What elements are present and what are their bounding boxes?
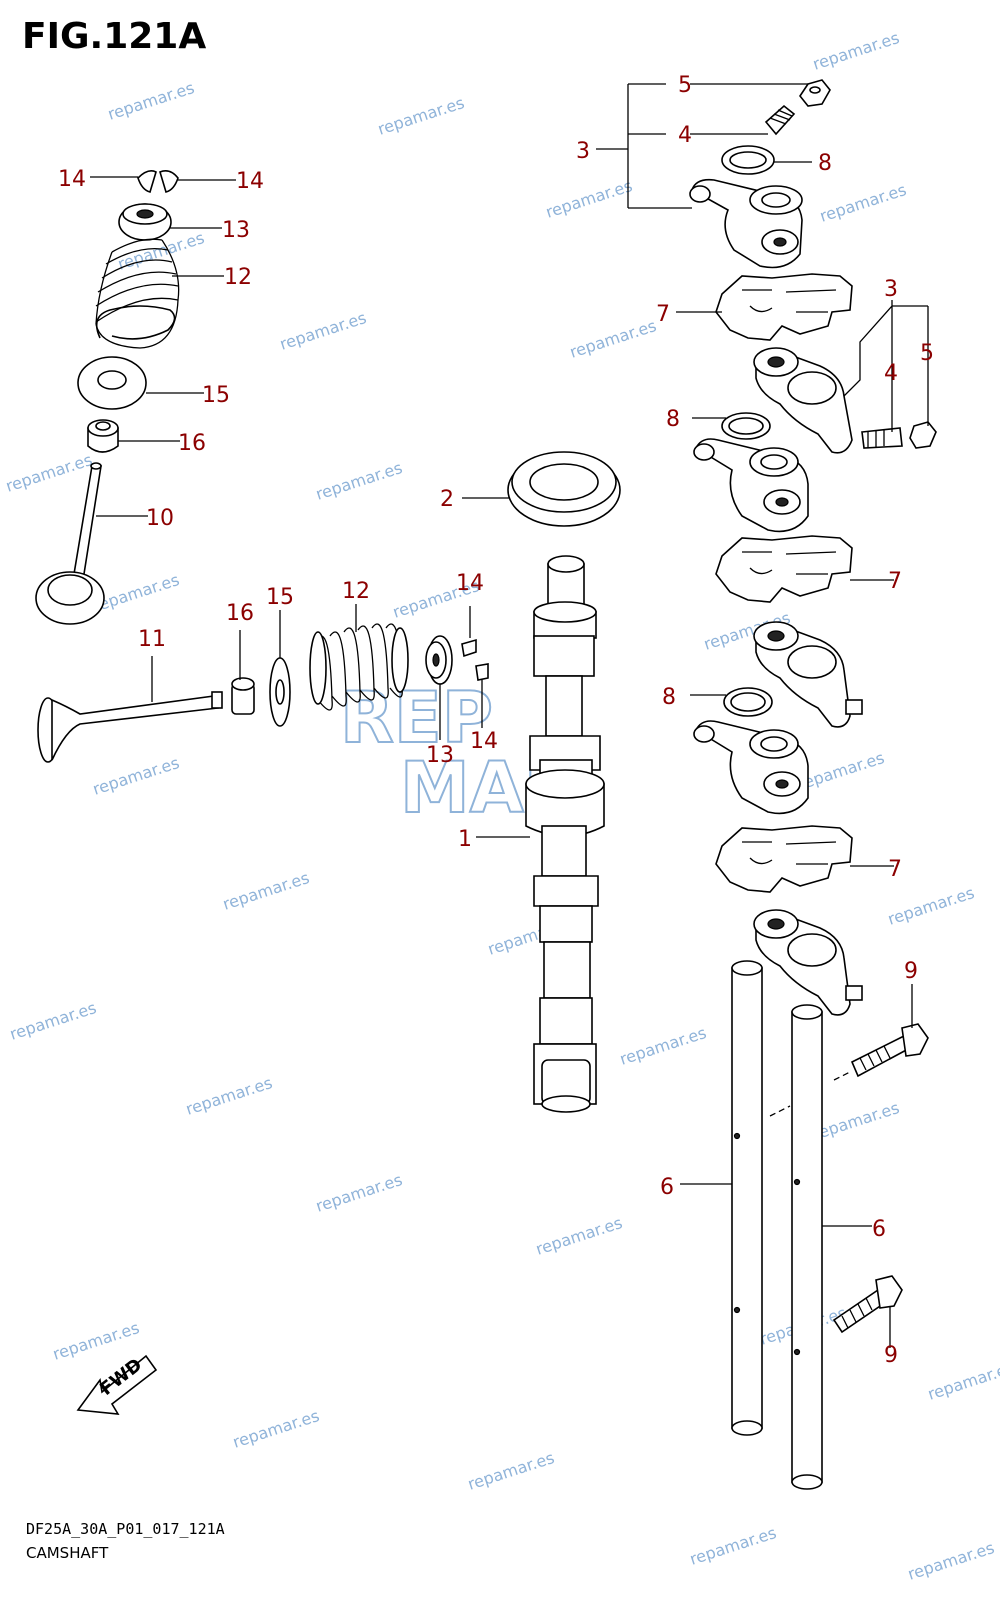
callout-16: 16 (226, 601, 254, 626)
rocker-shaft-6-left (731, 960, 763, 1436)
watermark: repamar.es (375, 93, 466, 139)
valve-stem-seal-16-top (87, 419, 119, 453)
callouts: 5 4 3 8 14 14 13 12 15 16 10 2 7 3 5 4 8… (58, 73, 934, 1368)
callout-15: 15 (266, 585, 294, 610)
watermark: repamar.es (50, 1318, 141, 1364)
watermark: repamar.es (183, 1073, 274, 1119)
callout-14: 14 (58, 167, 86, 192)
o-ring-8-low (723, 687, 773, 717)
callout-5: 5 (678, 73, 692, 98)
watermark: repamar.es (105, 78, 196, 124)
watermark: repamar.es (617, 1023, 708, 1069)
o-ring-8-top (721, 145, 775, 175)
fwd-arrow-icon: FWD (76, 1354, 158, 1415)
figure-caption: CAMSHAFT (26, 1544, 109, 1562)
intake-valve-10 (35, 462, 105, 625)
callout-6: 6 (872, 1217, 886, 1242)
callout-12: 12 (342, 579, 370, 604)
o-ring-8-mid (721, 412, 771, 440)
rocker-arm-3-mid (753, 347, 853, 454)
callout-9: 9 (904, 959, 918, 984)
rocker-bracket-7-top (715, 273, 853, 341)
callout-6: 6 (660, 1175, 674, 1200)
watermark: repamar.es (817, 180, 908, 226)
watermark: repamar.es (313, 1170, 404, 1216)
watermark: repamar.es (230, 1406, 321, 1452)
callout-7: 7 (656, 302, 670, 327)
watermark: repamar.es (543, 176, 634, 222)
rocker-nut-5-top (799, 79, 831, 107)
rocker-arm-3-low (753, 621, 863, 728)
watermark: repamar.es (7, 998, 98, 1044)
callout-14: 14 (456, 571, 484, 596)
valve-cotter-14-top (137, 170, 179, 193)
logo-line-top: REP (340, 677, 493, 759)
callout-2: 2 (440, 487, 454, 512)
watermark: repamar.es (277, 308, 368, 354)
watermark: repamar.es (810, 1098, 901, 1144)
callout-16: 16 (178, 431, 206, 456)
watermark: repamar.es (567, 316, 658, 362)
bolt-9-upper (850, 1023, 929, 1078)
rocker-bracket-7-mid (715, 535, 853, 603)
callout-15: 15 (202, 383, 230, 408)
watermark: repamar.es (313, 458, 404, 504)
callout-1: 1 (458, 827, 472, 852)
valve-spring-12-mid (309, 623, 409, 711)
callout-7: 7 (888, 569, 902, 594)
valve-cotter-14-mid (461, 638, 489, 681)
adjusting-screw-4-mid (861, 427, 903, 449)
callout-14: 14 (236, 169, 264, 194)
watermark: repamar.es (3, 450, 94, 496)
bolt-9-lower (832, 1275, 903, 1334)
callout-4: 4 (678, 123, 692, 148)
callout-13: 13 (222, 218, 250, 243)
callout-8: 8 (818, 151, 832, 176)
valve-stem-seal-16-mid (231, 677, 255, 715)
watermark: repamar.es (533, 1213, 624, 1259)
valve-spring-retainer-13-top (118, 203, 172, 241)
callout-3: 3 (576, 139, 590, 164)
callout-10: 10 (146, 506, 174, 531)
figure-title: FIG.121A (22, 16, 207, 57)
watermark: repamar.es (885, 883, 976, 929)
callout-3: 3 (884, 277, 898, 302)
rocker-arm-3-low2 (693, 720, 809, 815)
callout-13: 13 (426, 743, 454, 768)
callout-12: 12 (224, 265, 252, 290)
watermark: repamar.es (925, 1358, 1000, 1404)
valve-spring-seat-15-mid (269, 657, 291, 727)
leader-lines (90, 83, 929, 1348)
rocker-arm-3-bottom (753, 909, 863, 1016)
watermark: repamar.es (465, 1448, 556, 1494)
callout-14: 14 (470, 729, 498, 754)
figure-code: DF25A_30A_P01_017_121A (26, 1520, 225, 1538)
exhaust-valve-11 (37, 691, 223, 763)
rocker-shaft-6-right (791, 1004, 823, 1490)
oil-seal-2 (507, 451, 621, 527)
rocker-bracket-7-low (715, 825, 853, 893)
watermark: repamar.es (687, 1523, 778, 1569)
callout-5: 5 (920, 341, 934, 366)
valve-spring-12-top (95, 238, 180, 349)
watermark: repamar.es (90, 753, 181, 799)
rocker-arm-3-mid2 (693, 438, 809, 533)
callout-4: 4 (884, 361, 898, 386)
callout-11: 11 (138, 627, 166, 652)
callout-7: 7 (888, 857, 902, 882)
watermark: repamar.es (810, 28, 901, 74)
watermark: repamar.es (220, 868, 311, 914)
callout-8: 8 (662, 685, 676, 710)
valve-spring-retainer-13-mid (425, 635, 453, 685)
valve-spring-seat-15-top (77, 356, 147, 410)
adjusting-screw-4-top (764, 104, 796, 136)
camshaft-1 (525, 555, 605, 1113)
watermark: repamar.es (795, 748, 886, 794)
watermark: repamar.es (905, 1538, 996, 1584)
rocker-nut-5-mid (909, 421, 937, 449)
rocker-arm-3-top (689, 178, 803, 269)
callout-8: 8 (666, 407, 680, 432)
callout-9: 9 (884, 1343, 898, 1368)
